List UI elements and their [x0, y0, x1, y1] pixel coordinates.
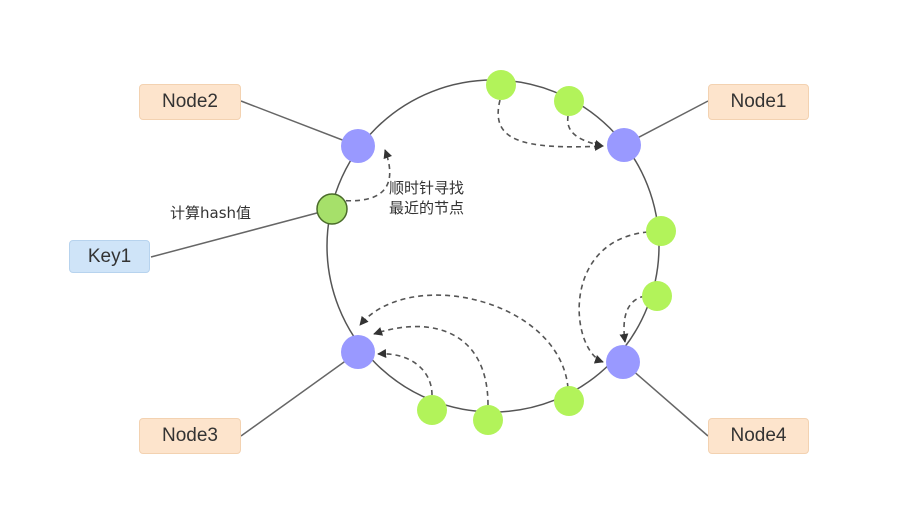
server-node-4 [606, 345, 640, 379]
connector-node4 [622, 361, 709, 437]
data-point [473, 405, 503, 435]
node4-label: Node4 [730, 425, 787, 446]
arrow-to-node3-c [359, 294, 569, 389]
data-point [642, 281, 672, 311]
key1-label-box: Key1 [69, 240, 150, 273]
node4-label-box: Node4 [708, 418, 809, 454]
clockwise-search-note: 顺时针寻找 最近的节点 [389, 178, 464, 218]
arrow-to-node3-a [377, 349, 433, 396]
arrow-to-node4-a [578, 231, 649, 364]
arrow-to-node1-a [497, 99, 604, 151]
clockwise-note-line2: 最近的节点 [389, 199, 465, 217]
data-point [646, 216, 676, 246]
server-node-1 [607, 128, 641, 162]
server-node-2 [341, 129, 375, 163]
arrow-key-to-node2 [336, 149, 393, 202]
connector-node2 [240, 100, 359, 147]
arrow-to-node1-b [566, 115, 604, 149]
node1-label-box: Node1 [708, 84, 809, 120]
node2-label: Node2 [162, 91, 218, 112]
server-node-3 [341, 335, 375, 369]
key1-label: Key1 [87, 245, 132, 267]
data-point [486, 70, 516, 100]
data-point [417, 395, 447, 425]
node3-label: Node3 [162, 425, 218, 446]
data-point [554, 86, 584, 116]
connector-node3 [240, 351, 359, 437]
node2-label-box: Node2 [139, 84, 241, 120]
data-point [554, 386, 584, 416]
compute-hash-label: 计算hash值 [170, 204, 252, 222]
arrow-to-node3-b [373, 325, 489, 406]
arrow-to-node4-b [619, 295, 646, 343]
connector-key1 [150, 208, 333, 258]
node1-label: Node1 [730, 91, 787, 112]
node3-label-box: Node3 [139, 418, 241, 454]
clockwise-note-line1: 顺时针寻找 [389, 179, 465, 197]
key-hash-point [316, 193, 348, 225]
